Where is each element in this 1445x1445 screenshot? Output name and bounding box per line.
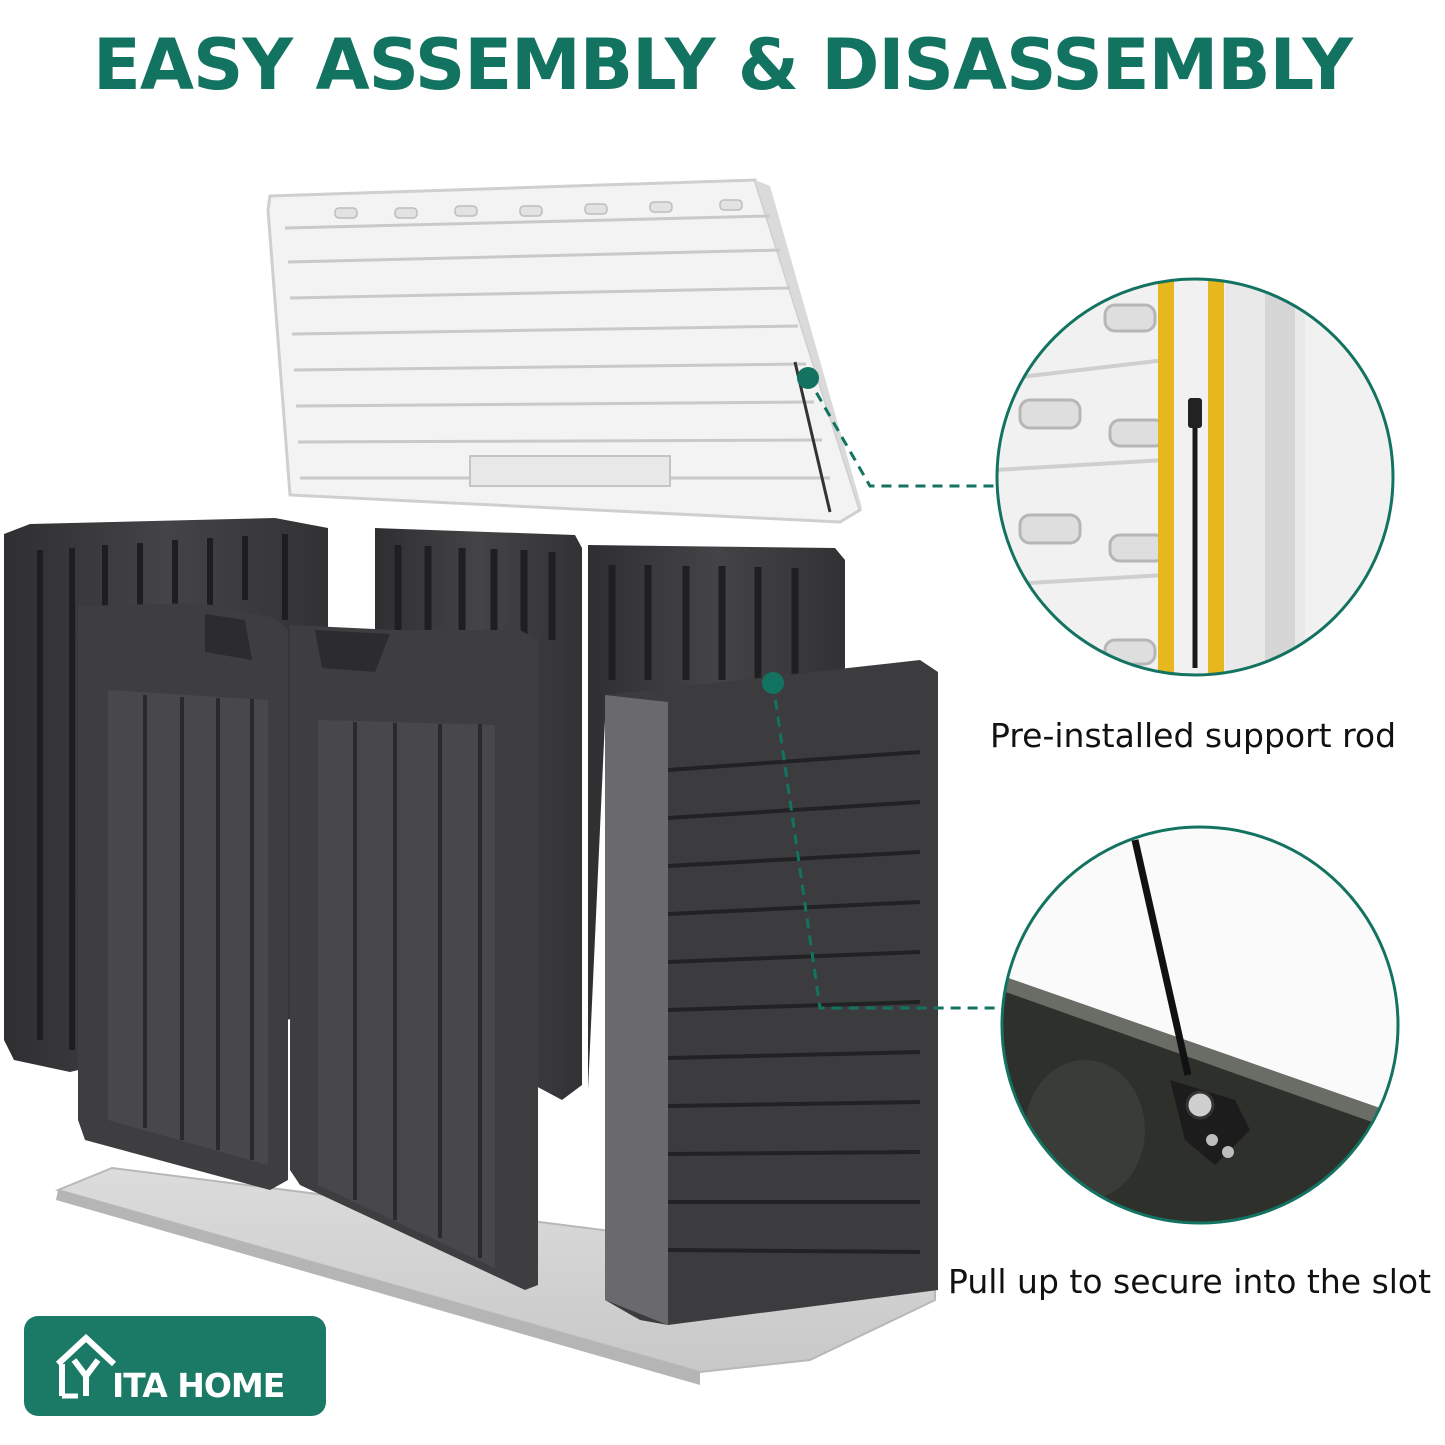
support-rod-caption: Pre-installed support rod — [990, 716, 1397, 755]
right-side-wall-panel — [605, 660, 938, 1325]
roof-lid-panel — [266, 178, 862, 524]
house-y-logo-icon — [55, 1333, 117, 1399]
support-rod-marker — [797, 367, 819, 389]
headline: EASY ASSEMBLY & DISASSEMBLY — [93, 24, 1353, 106]
brand-badge: ITA HOME — [24, 1316, 326, 1416]
callout-connector-lines — [771, 377, 995, 1010]
brand-name: ITA HOME — [112, 1366, 285, 1405]
front-left-door-panel — [78, 603, 288, 1190]
support-rod-detail-circle — [995, 277, 1395, 677]
slot-caption: Pull up to secure into the slot — [948, 1262, 1432, 1301]
slot-marker — [762, 672, 784, 694]
front-right-door-panel — [290, 625, 538, 1290]
slot-detail-circle — [1000, 825, 1400, 1225]
